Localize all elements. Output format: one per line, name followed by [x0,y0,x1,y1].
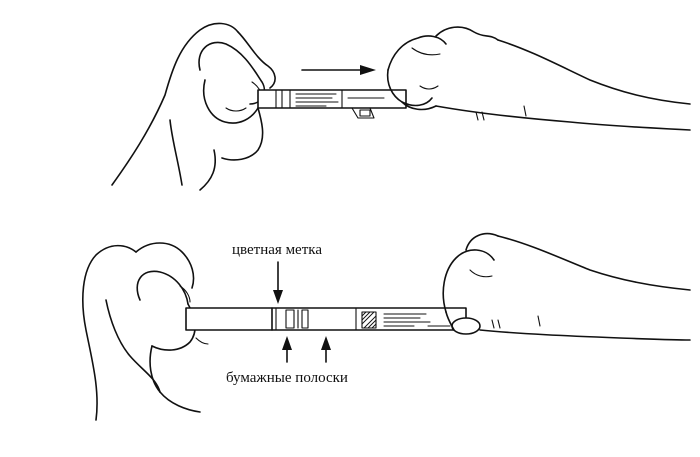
arrow-up-icon [321,336,331,350]
thumb-nail [451,317,481,335]
top-test-strip [257,89,407,119]
pull-direction-arrow [301,65,376,75]
paper-strip-1 [285,309,295,329]
bottom-left-hand [82,242,209,421]
paper-strip-2 [301,309,309,329]
label-paper-strips: бумажные полоски [226,370,348,386]
bottom-right-hand [442,232,691,341]
arrow-down-icon [273,290,283,304]
arrow-up-icon [282,336,292,350]
bottom-test-strip [185,307,467,331]
top-right-hand [386,26,691,131]
bottom-scene: цветная метка бумажные полоски [82,232,691,421]
top-left-hand [111,22,276,191]
arrow-head-icon [360,65,376,75]
top-scene [111,22,691,191]
label-color-mark: цветная метка [232,242,322,258]
annotations: цветная метка бумажные полоски [226,242,348,386]
